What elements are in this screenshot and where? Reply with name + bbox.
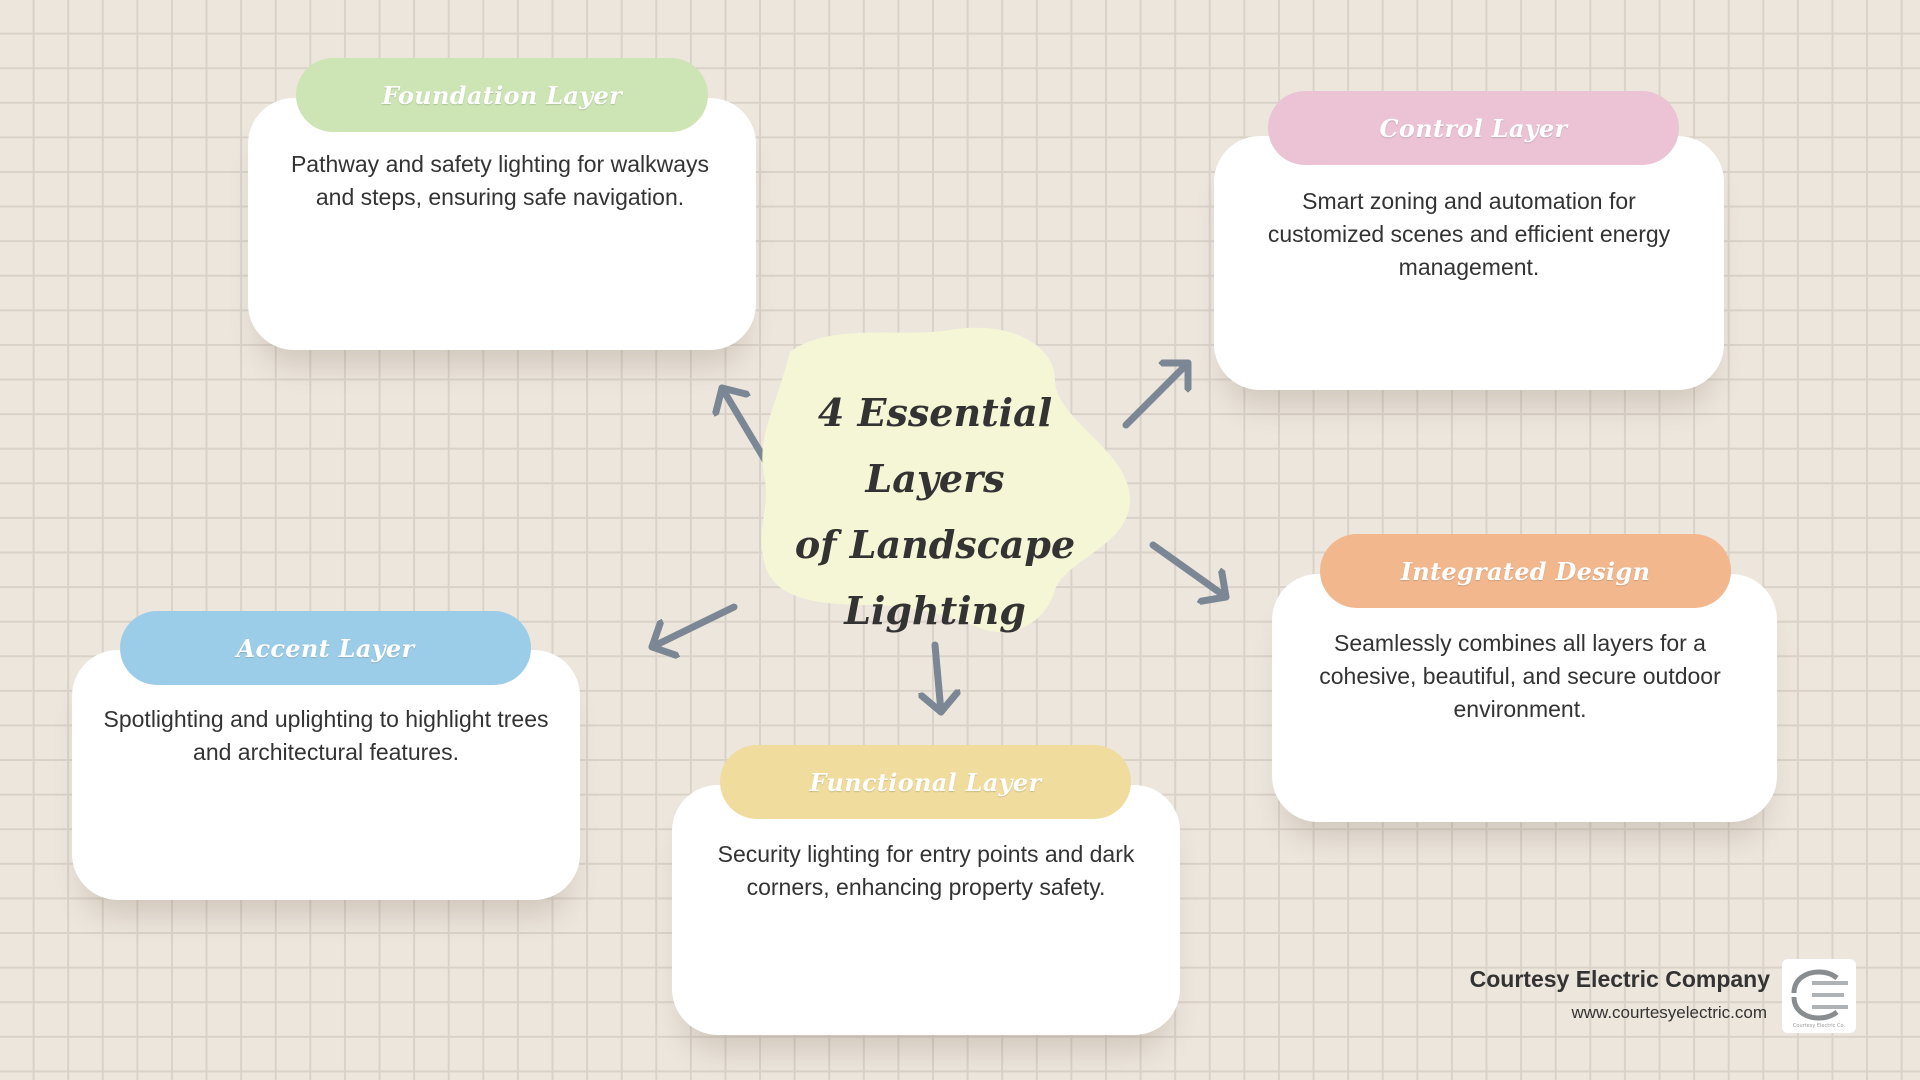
functional-layer-pill: Functional Layer — [720, 745, 1131, 819]
functional-layer-title: Functional Layer — [809, 767, 1042, 797]
functional-layer-card — [672, 785, 1180, 1035]
arrow-to-control — [1122, 359, 1192, 429]
accent-layer-title: Accent Layer — [236, 633, 415, 663]
arrow-to-accent — [648, 603, 738, 647]
footer-website-url: www.courtesyelectric.com — [1571, 1003, 1767, 1022]
functional-layer-description: Security lighting for entry points and d… — [717, 841, 1135, 900]
accent-layer-description: Spotlighting and uplighting to highlight… — [103, 706, 549, 765]
arrow-to-integrated — [1149, 541, 1230, 597]
foundation-layer-title: Foundation Layer — [381, 80, 623, 110]
title-line-2: of Landscape — [794, 522, 1076, 567]
control-layer-pill: Control Layer — [1268, 91, 1679, 165]
accent-layer-pill: Accent Layer — [120, 611, 531, 685]
foundation-layer-description: Pathway and safety lighting for walkways… — [290, 151, 710, 210]
integrated-design-description: Seamlessly combines all layers for a coh… — [1319, 630, 1721, 722]
logo-mark-icon: Courtesy Electric Co. — [1791, 969, 1848, 1029]
accent-layer-card — [72, 650, 580, 900]
diagram-title: 4 Essential Layers of Landscape Lighting — [770, 380, 1100, 644]
center-blob-shape — [761, 327, 1130, 633]
title-line-3: Lighting — [844, 588, 1026, 633]
title-line-1: 4 Essential Layers — [817, 390, 1053, 501]
integrated-design-pill: Integrated Design — [1320, 534, 1731, 608]
control-layer-description: Smart zoning and automation for customiz… — [1267, 188, 1671, 280]
control-layer-title: Control Layer — [1379, 113, 1568, 143]
foundation-layer-pill: Foundation Layer — [296, 58, 708, 132]
arrow-to-functional — [935, 641, 941, 716]
integrated-design-card — [1272, 574, 1777, 822]
company-logo: Courtesy Electric Co. — [1782, 959, 1856, 1033]
integrated-design-title: Integrated Design — [1400, 556, 1651, 586]
arrow-to-foundation — [722, 384, 772, 469]
control-layer-card — [1214, 136, 1724, 390]
foundation-layer-card — [248, 98, 756, 350]
logo-small-text: Courtesy Electric Co. — [1793, 1023, 1846, 1029]
footer-company-name: Courtesy Electric Company — [1469, 966, 1770, 992]
